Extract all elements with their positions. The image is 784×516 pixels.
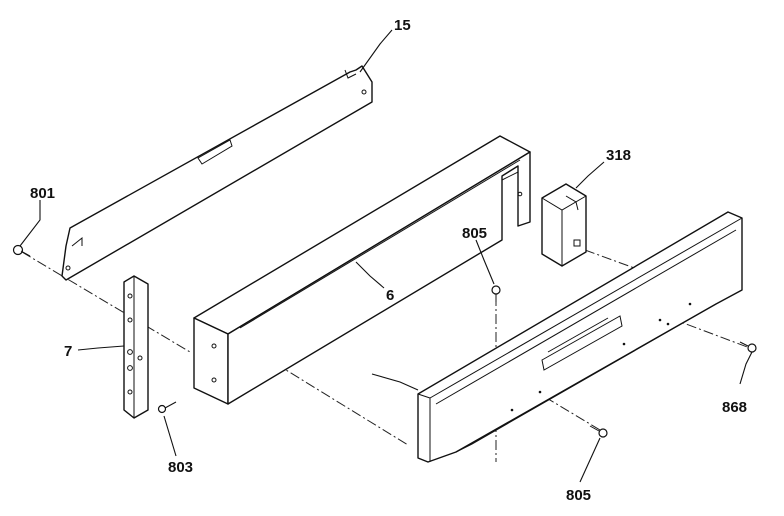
front-panel <box>417 211 743 463</box>
screw-803 <box>157 401 177 414</box>
screw-805-top <box>491 285 501 302</box>
label-801: 801 <box>30 185 55 202</box>
bracket-part-7 <box>123 275 149 419</box>
screw-801 <box>12 244 31 257</box>
screws <box>12 244 757 438</box>
screw-805-bottom <box>589 425 608 438</box>
label-805-bottom: 805 <box>566 487 591 504</box>
box-part-318 <box>541 183 587 267</box>
label-803: 803 <box>168 459 193 476</box>
label-868: 868 <box>722 399 747 416</box>
label-805-top: 805 <box>462 225 487 242</box>
screw-868 <box>739 341 757 353</box>
channel-part-6 <box>193 135 531 405</box>
label-15: 15 <box>394 17 411 34</box>
label-318: 318 <box>606 147 631 164</box>
leader-lines <box>19 29 753 483</box>
part-labels: 15 318 801 805 6 7 803 868 805 <box>30 17 747 504</box>
label-7: 7 <box>64 343 72 360</box>
label-6: 6 <box>386 287 394 304</box>
panel-part-15 <box>61 65 373 281</box>
